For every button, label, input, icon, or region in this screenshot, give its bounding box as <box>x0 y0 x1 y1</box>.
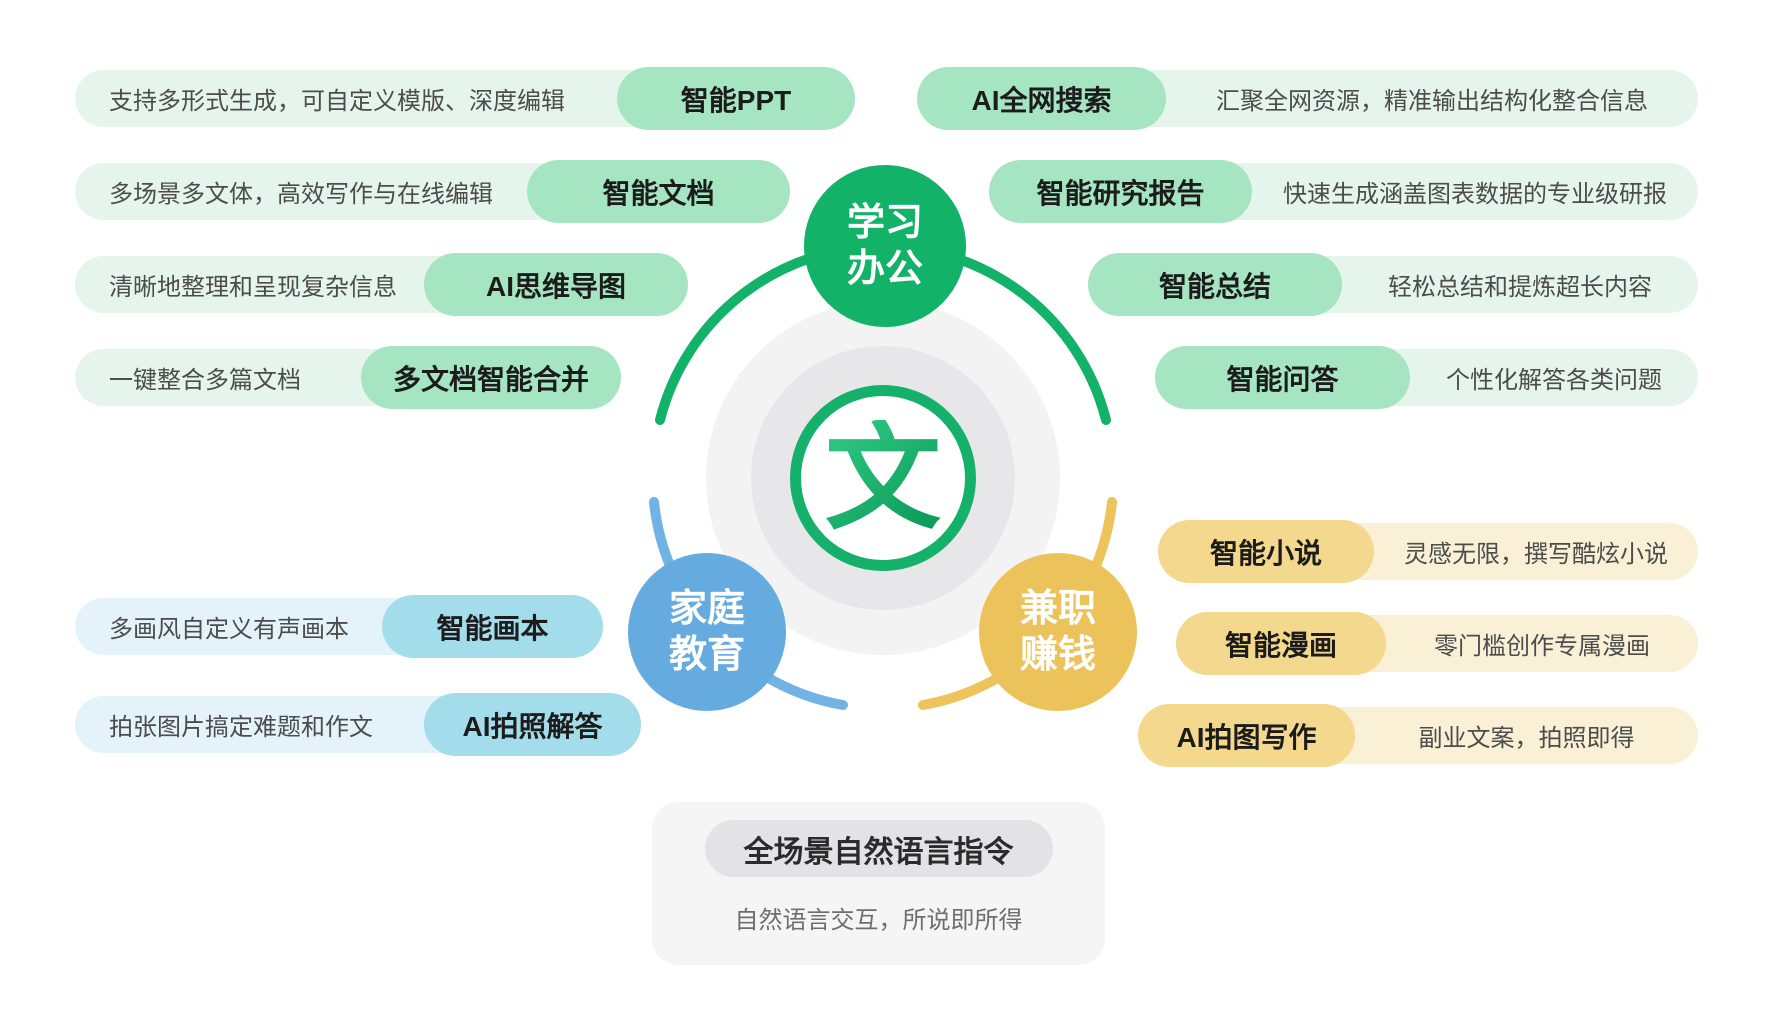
category-label-line: 家庭 <box>668 588 745 630</box>
feature-pill-photo-writing: AI拍图写作 副业文案，拍照即得 <box>1138 704 1698 767</box>
natural-language-panel: 全场景自然语言指令 自然语言交互，所说即所得 <box>652 802 1105 965</box>
feature-desc: 拍张图片搞定难题和作文 <box>109 714 373 741</box>
category-label-line: 教育 <box>668 634 745 676</box>
feature-desc: 副业文案，拍照即得 <box>1418 725 1635 752</box>
feature-pill-smart-comic: 智能漫画 零门槛创作专属漫画 <box>1176 612 1698 675</box>
feature-pill-ai-mindmap: 清晰地整理和呈现复杂信息 AI思维导图 <box>75 253 688 316</box>
feature-desc: 汇聚全网资源，精准输出结构化整合信息 <box>1216 88 1648 115</box>
feature-label: 智能画本 <box>382 595 603 658</box>
feature-label: AI全网搜索 <box>917 67 1166 130</box>
brand-logo: 文 <box>790 385 976 571</box>
category-learning-office: 学习 办公 <box>804 165 966 327</box>
category-parttime-earning: 兼职 赚钱 <box>979 553 1137 711</box>
feature-pill-research-report: 智能研究报告 快速生成涵盖图表数据的专业级研报 <box>989 160 1698 223</box>
feature-desc: 清晰地整理和呈现复杂信息 <box>109 274 397 301</box>
feature-pill-ai-web-search: AI全网搜索 汇聚全网资源，精准输出结构化整合信息 <box>917 67 1698 130</box>
feature-pill-photo-answer: 拍张图片搞定难题和作文 AI拍照解答 <box>75 693 641 756</box>
feature-label: AI思维导图 <box>424 253 688 316</box>
category-label-line: 兼职 <box>1019 588 1096 630</box>
feature-label: AI拍图写作 <box>1138 704 1355 767</box>
feature-pill-smart-qa: 智能问答 个性化解答各类问题 <box>1155 346 1698 409</box>
feature-desc: 灵感无限，撰写酷炫小说 <box>1404 541 1668 568</box>
category-label-line: 学习 <box>846 202 923 244</box>
natural-language-caption: 自然语言交互，所说即所得 <box>734 907 1023 934</box>
feature-desc: 快速生成涵盖图表数据的专业级研报 <box>1283 181 1667 208</box>
feature-desc: 个性化解答各类问题 <box>1446 367 1662 394</box>
feature-pill-picture-book: 多画风自定义有声画本 智能画本 <box>75 595 603 658</box>
category-label-line: 赚钱 <box>1019 634 1096 676</box>
feature-desc: 轻松总结和提炼超长内容 <box>1388 274 1652 301</box>
feature-pill-doc-merge: 一键整合多篇文档 多文档智能合并 <box>75 346 621 409</box>
category-label-line: 办公 <box>846 248 923 290</box>
feature-desc: 支持多形式生成，可自定义模版、深度编辑 <box>109 88 565 115</box>
feature-label: 多文档智能合并 <box>361 346 621 409</box>
feature-label: 智能总结 <box>1088 253 1342 316</box>
feature-label: 智能漫画 <box>1176 612 1386 675</box>
feature-desc: 多场景多文体，高效写作与在线编辑 <box>109 181 493 208</box>
feature-pill-smart-ppt: 支持多形式生成，可自定义模版、深度编辑 智能PPT <box>75 67 855 130</box>
feature-label: 智能小说 <box>1158 520 1374 583</box>
feature-label: AI拍照解答 <box>424 693 641 756</box>
feature-label: 智能研究报告 <box>989 160 1252 223</box>
feature-desc: 一键整合多篇文档 <box>109 367 301 394</box>
category-family-education: 家庭 教育 <box>628 553 786 711</box>
brand-glyph: 文 <box>825 413 941 543</box>
feature-desc: 零门槛创作专属漫画 <box>1434 633 1650 660</box>
feature-label: 智能文档 <box>527 160 790 223</box>
feature-desc: 多画风自定义有声画本 <box>109 616 349 643</box>
feature-pill-smart-doc: 多场景多文体，高效写作与在线编辑 智能文档 <box>75 160 790 223</box>
feature-pill-smart-novel: 智能小说 灵感无限，撰写酷炫小说 <box>1158 520 1698 583</box>
feature-label: 智能问答 <box>1155 346 1410 409</box>
natural-language-title: 全场景自然语言指令 <box>704 820 1053 877</box>
feature-label: 智能PPT <box>617 67 855 130</box>
feature-pill-smart-summary: 智能总结 轻松总结和提炼超长内容 <box>1088 253 1698 316</box>
